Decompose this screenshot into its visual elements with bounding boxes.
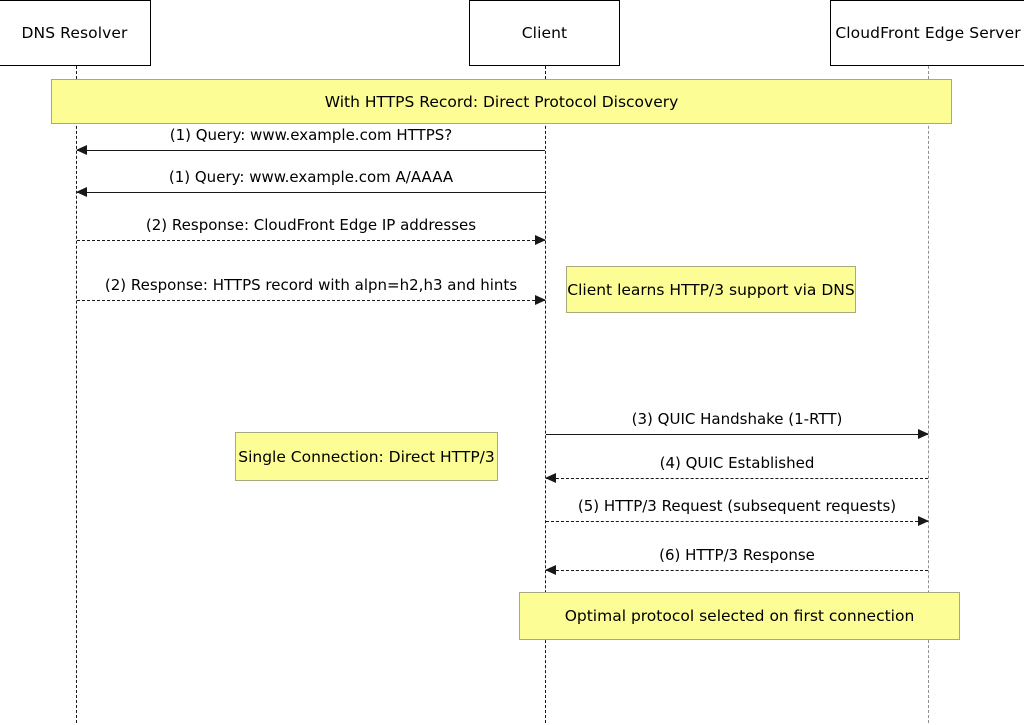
arrowhead-left-icon [76, 186, 87, 197]
arrowhead-left-icon [76, 144, 87, 155]
note-client-learns-http3: Client learns HTTP/3 support via DNS [566, 266, 856, 313]
group-banner-https-record: With HTTPS Record: Direct Protocol Disco… [51, 79, 952, 124]
message-line [546, 434, 928, 435]
participant-label: CloudFront Edge Server [835, 24, 1021, 42]
note-label: Optimal protocol selected on first conne… [564, 607, 915, 625]
message-line [77, 192, 545, 193]
arrowhead-right-icon [918, 515, 929, 526]
arrowhead-left-icon [545, 472, 556, 483]
message-label: (1) Query: www.example.com A/AAAA [168, 168, 454, 186]
message-label: (1) Query: www.example.com HTTPS? [169, 126, 453, 144]
group-banner-label: With HTTPS Record: Direct Protocol Disco… [324, 92, 679, 111]
message-label: (5) HTTP/3 Request (subsequent requests) [577, 497, 897, 515]
note-label: Single Connection: Direct HTTP/3 [238, 447, 495, 466]
message-label: (4) QUIC Established [659, 454, 815, 472]
participant-cloudfront-edge-server[interactable]: CloudFront Edge Server [830, 0, 1024, 66]
lifeline-cloudfront-edge-server [928, 66, 929, 723]
note-label: Client learns HTTP/3 support via DNS [567, 280, 855, 299]
message-line [77, 300, 545, 301]
arrowhead-right-icon [918, 428, 929, 439]
message-line [546, 570, 928, 571]
arrowhead-right-icon [535, 234, 546, 245]
message-line [77, 150, 545, 151]
message-line [546, 478, 928, 479]
message-line [546, 521, 928, 522]
message-label: (3) QUIC Handshake (1-RTT) [631, 410, 843, 428]
participant-label: DNS Resolver [21, 24, 128, 42]
message-label: (2) Response: CloudFront Edge IP address… [145, 216, 477, 234]
message-label: (6) HTTP/3 Response [659, 546, 815, 564]
participant-client[interactable]: Client [469, 0, 620, 66]
note-optimal-protocol: Optimal protocol selected on first conne… [519, 592, 960, 640]
lifeline-dns-resolver [76, 66, 77, 723]
participant-dns-resolver[interactable]: DNS Resolver [0, 0, 151, 66]
arrowhead-right-icon [535, 294, 546, 305]
participant-label: Client [521, 24, 568, 42]
lifeline-client [545, 66, 546, 723]
note-single-connection: Single Connection: Direct HTTP/3 [235, 432, 498, 481]
arrowhead-left-icon [545, 564, 556, 575]
message-label: (2) Response: HTTPS record with alpn=h2,… [104, 276, 518, 294]
message-line [77, 240, 545, 241]
